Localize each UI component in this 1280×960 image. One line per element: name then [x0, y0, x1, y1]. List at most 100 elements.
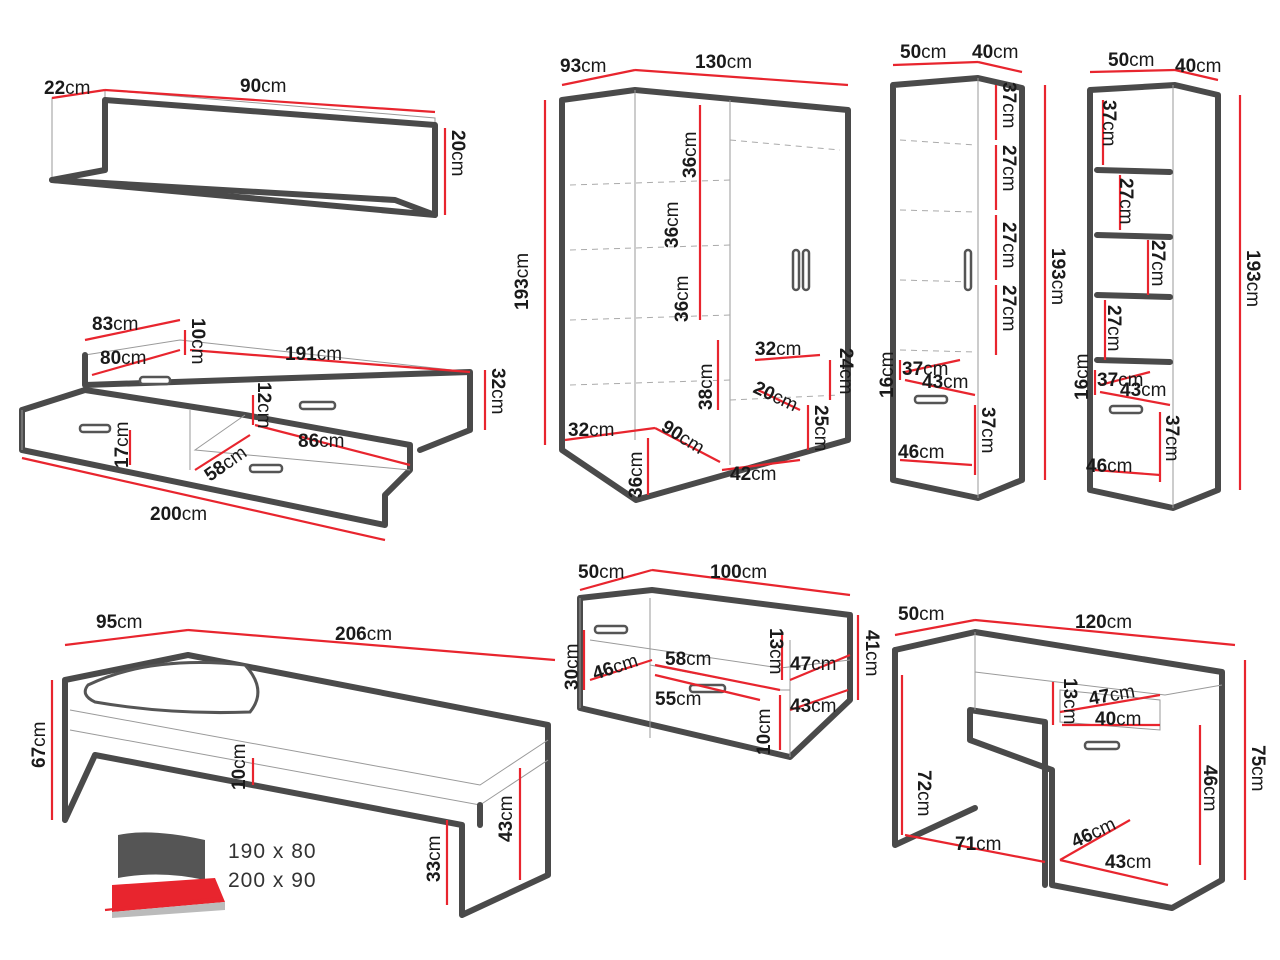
- dim-value: 130: [695, 52, 727, 73]
- dim-value: 36: [662, 227, 683, 248]
- bed-depth-label: 83cm: [92, 314, 138, 335]
- tv-side-width-label: 47cm: [790, 654, 836, 675]
- mattress-size-legend: 190 x 80 200 x 90: [104, 832, 317, 918]
- dim-value: 50: [898, 604, 919, 625]
- bed-inner-depth-label: 80cm: [100, 348, 146, 369]
- dim-value: 40: [972, 42, 993, 63]
- dim-value: 33: [424, 861, 445, 882]
- desk-cabinet-depth-label: 46cm: [1068, 814, 1119, 853]
- dim-value: 120: [1075, 612, 1107, 633]
- tall-width-label: 40cm: [972, 42, 1018, 63]
- tall-height-label: 193cm: [1047, 248, 1068, 305]
- bed-drawer-height-label: 17cm: [112, 422, 133, 468]
- wardrobe-shelf-2-label: 36cm: [662, 202, 683, 248]
- wardrobe-inner-height-label: 24cm: [835, 348, 856, 394]
- single-bed-mattress-height-label: 10cm: [229, 744, 250, 790]
- tall-depth-label: 50cm: [900, 42, 946, 63]
- dim-value: 95: [96, 612, 118, 633]
- dim-value: 27: [1103, 305, 1124, 326]
- dim-value: 27: [998, 222, 1019, 243]
- dim-value: 37: [1098, 100, 1119, 121]
- shelf-height-label: 20cm: [447, 130, 468, 176]
- dim-value: 58: [665, 649, 686, 670]
- tv-side-depth-label: 43cm: [790, 696, 836, 717]
- bookcase-depth-label: 50cm: [1108, 50, 1154, 71]
- wardrobe-shelf-3-label: 36cm: [672, 276, 693, 322]
- dim-value: 37: [1161, 415, 1182, 436]
- dim-value: 47: [1087, 686, 1111, 710]
- dim-value: 32: [487, 368, 508, 389]
- dim-value: 86: [298, 431, 319, 452]
- dim-value: 50: [1108, 50, 1129, 71]
- bookcase-base-height-label: 37cm: [1161, 415, 1182, 461]
- bookcase-drawer-depth-label: 37cm: [1097, 370, 1143, 391]
- tall-base-height-label: 37cm: [977, 407, 998, 453]
- dim-value: 80: [100, 348, 121, 369]
- mattress-size-1: 190 x 80: [228, 840, 317, 863]
- wardrobe-shelf-4-label: 38cm: [696, 364, 717, 410]
- dim-value: 40: [1175, 56, 1196, 77]
- dim-value: 200: [150, 504, 182, 525]
- bed-drawers: 83cm 10cm 80cm 191cm 32cm 12cm 17cm 86cm…: [19, 314, 508, 542]
- tv-width-label: 100cm: [710, 562, 767, 583]
- dim-value: 32: [755, 339, 776, 360]
- dim-value: 193: [1047, 248, 1068, 280]
- dim-value: 90: [240, 76, 261, 97]
- dim-value: 37: [977, 407, 998, 428]
- wardrobe-bottom-width-label: 42cm: [730, 464, 776, 485]
- wardrobe-inner-width-label: 32cm: [755, 339, 801, 360]
- dim-value: 37: [1097, 370, 1118, 391]
- dim-value: 22: [44, 78, 65, 99]
- bed-length-label: 191cm: [285, 344, 342, 365]
- tall-drawer-height-label: 16cm: [877, 352, 898, 398]
- dim-value: 38: [696, 389, 717, 410]
- desk-height-label: 75cm: [1247, 745, 1268, 791]
- bookcase-drawer-width-label: 43cm: [1120, 380, 1166, 401]
- tv-total-height-label: 41cm: [861, 630, 882, 676]
- tv-cabinet: 50cm 100cm 30cm 46cm 58cm 13cm 47cm 41cm…: [562, 562, 882, 760]
- dim-value: 43: [1120, 380, 1141, 401]
- dim-value: 100: [710, 562, 742, 583]
- wardrobe-shelf-1-label: 36cm: [680, 132, 701, 178]
- dim-value: 27: [998, 285, 1019, 306]
- tv-drawer-height-label: 10cm: [754, 709, 775, 755]
- wardrobe-corner-label: 32cm: [568, 420, 614, 441]
- dim-value: 37: [998, 82, 1019, 103]
- dim-value: 46: [898, 442, 919, 463]
- dim-value: 17: [112, 447, 133, 468]
- bookcase-shelf-3-label: 27cm: [1147, 240, 1168, 286]
- single-bed-depth-label: 95cm: [96, 612, 142, 633]
- desk-drawer-depth-label: 47cm: [1087, 681, 1136, 710]
- tall-shelf-1-label: 37cm: [998, 82, 1019, 128]
- wall-shelf: 22cm 90cm 20cm: [44, 76, 468, 218]
- dim-value: 193: [1242, 250, 1263, 282]
- dim-value: 43: [922, 372, 943, 393]
- bed-rail-label: 10cm: [187, 318, 208, 364]
- dim-value: 43: [1105, 852, 1126, 873]
- dim-value: 13: [1059, 678, 1080, 699]
- dim-value: 36: [680, 157, 701, 178]
- dim-value: 10: [187, 318, 208, 339]
- desk-drawer-height-label: 13cm: [1059, 678, 1080, 724]
- dim-value: 30: [562, 669, 583, 690]
- tall-drawer-width-label: 43cm: [922, 372, 968, 393]
- single-bed-length-label: 206cm: [335, 624, 392, 645]
- dim-value: 16: [877, 377, 898, 398]
- dim-value: 27: [998, 145, 1019, 166]
- tv-shelf-height-label: 13cm: [765, 628, 786, 674]
- dim-value: 37: [902, 359, 923, 380]
- dim-value: 55: [655, 689, 677, 710]
- open-bookcase: 50cm 40cm 37cm 27cm 27cm 27cm 193cm 16cm…: [1072, 50, 1263, 511]
- dim-value: 93: [560, 56, 581, 77]
- dim-value: 43: [496, 821, 517, 842]
- tv-depth-label: 50cm: [578, 562, 624, 583]
- bookcase-width-label: 40cm: [1175, 56, 1221, 77]
- tv-height-label: 30cm: [562, 644, 583, 690]
- dim-value: 20: [447, 130, 468, 151]
- wardrobe-inner-depth-label: 20cm: [750, 377, 801, 416]
- dim-value: 193: [512, 278, 533, 310]
- wardrobe-diagonal-label: 90cm: [657, 416, 708, 458]
- bed-height-label: 32cm: [487, 368, 508, 414]
- dim-value: 50: [900, 42, 921, 63]
